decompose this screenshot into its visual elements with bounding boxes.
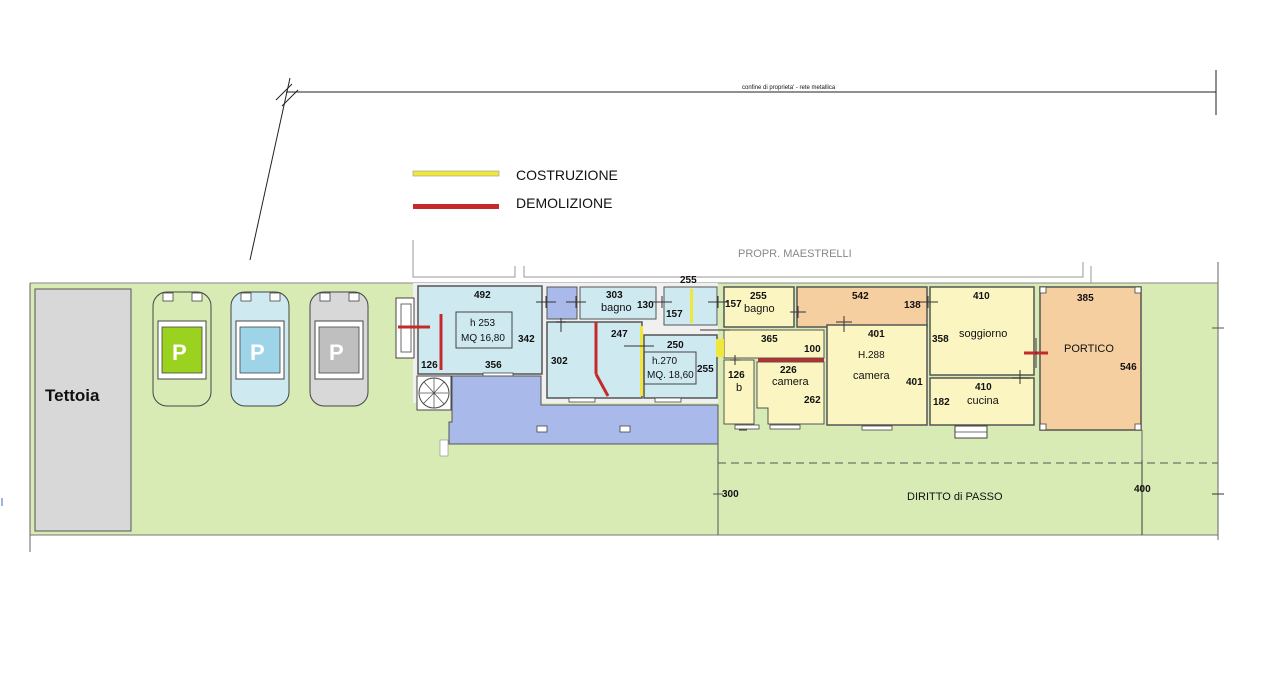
top-orange-width: 542 <box>852 291 869 302</box>
room-a-dim-356: 356 <box>485 360 502 371</box>
room-c-height: h.270 <box>652 356 677 367</box>
portico-depth: 546 <box>1120 362 1137 373</box>
b-room <box>723 359 755 425</box>
tettoia-area <box>34 288 132 532</box>
bagno-1-dim: 130 <box>637 300 654 311</box>
parking-slot-1: P <box>152 291 212 407</box>
portico-name: PORTICO <box>1064 343 1114 355</box>
parking-sign-2 <box>239 326 281 374</box>
camera-1-width: 226 <box>780 365 797 376</box>
parking-symbol-1: P <box>172 340 187 365</box>
corridor <box>723 329 825 359</box>
corridor-width: 365 <box>761 334 778 345</box>
construction-wall-b <box>640 326 643 396</box>
room-a-area: MQ 16,80 <box>461 333 505 344</box>
soggiorno-depth: 358 <box>932 334 949 345</box>
legend-demolition-swatch <box>413 204 499 209</box>
construction-wall-closet <box>690 289 693 323</box>
bagno-2-name: bagno <box>744 303 775 315</box>
cucina-depth: 182 <box>933 397 950 408</box>
room-a-height: h 253 <box>470 318 495 329</box>
b-room-name: b <box>736 382 742 394</box>
soggiorno <box>929 286 1035 376</box>
room-c-depth: 255 <box>697 364 714 375</box>
closet-width: 255 <box>680 275 697 286</box>
right-of-way-label: DIRITTO di PASSO <box>907 491 1003 503</box>
spiral-staircase <box>416 375 452 411</box>
camera-2-height: H.288 <box>858 350 885 361</box>
boundary-fence-label: confine di proprieta' - rete metallica <box>742 85 836 91</box>
camera-2-width: 401 <box>868 329 885 340</box>
bagno-1-name: bagno <box>601 302 632 314</box>
closet-dim: 157 <box>666 309 683 320</box>
parking-sign-1 <box>161 326 203 374</box>
tettoia-label: Tettoia <box>45 386 100 405</box>
room-a-depth: 342 <box>518 334 535 345</box>
corridor-dim: 100 <box>804 344 821 355</box>
bagno-2-width: 255 <box>750 291 767 302</box>
portico <box>1039 286 1142 431</box>
boundary-diagonal-line <box>249 77 291 261</box>
b-room-width: 126 <box>728 370 745 381</box>
camera-2-name: camera <box>853 370 891 382</box>
legend-construction-swatch <box>412 170 500 177</box>
camera-1 <box>756 361 825 425</box>
parking-sign-3 <box>318 326 360 374</box>
right-of-way-area <box>718 462 1218 534</box>
bagno-1-width: 303 <box>606 290 623 301</box>
neighbor-property-label: PROPR. MAESTRELLI <box>738 248 852 260</box>
parking-symbol-3: P <box>329 340 344 365</box>
cucina-steps <box>954 425 988 439</box>
parking-slot-3: P <box>309 291 369 407</box>
room-a-width: 492 <box>474 290 491 301</box>
room-b-dim-302: 302 <box>551 356 568 367</box>
bagno-2-dim: 157 <box>725 299 742 310</box>
stair-room <box>546 286 578 320</box>
camera-2-depth: 401 <box>906 377 923 388</box>
room-b-dim-247: 247 <box>611 329 628 340</box>
cucina-width: 410 <box>975 382 992 393</box>
parking-symbol-2: P <box>250 340 265 365</box>
room-c <box>643 334 718 399</box>
construction-door-corridor <box>716 339 724 357</box>
right-of-way-width: 300 <box>722 489 739 500</box>
room-c-width: 250 <box>667 340 684 351</box>
camera-1-depth: 262 <box>804 395 821 406</box>
soggiorno-name: soggiorno <box>959 328 1007 340</box>
cucina <box>929 377 1035 426</box>
legend-demolition-label: DEMOLIZIONE <box>516 195 612 211</box>
camera-2 <box>826 324 928 426</box>
bagno-2 <box>723 286 795 328</box>
room-c-area: MQ. 18,60 <box>647 370 694 381</box>
room-a-dim-126: 126 <box>421 360 438 371</box>
camera-1-name: camera <box>772 376 810 388</box>
right-of-way-depth: 400 <box>1134 484 1151 495</box>
parking-slot-2: P <box>230 291 290 407</box>
top-orange-dim: 138 <box>904 300 921 311</box>
room-a <box>417 285 543 375</box>
portico-width: 385 <box>1077 293 1094 304</box>
soggiorno-width: 410 <box>973 291 990 302</box>
bagno-1 <box>579 286 657 320</box>
legend-construction-label: COSTRUZIONE <box>516 167 618 183</box>
cucina-name: cucina <box>967 395 1000 407</box>
